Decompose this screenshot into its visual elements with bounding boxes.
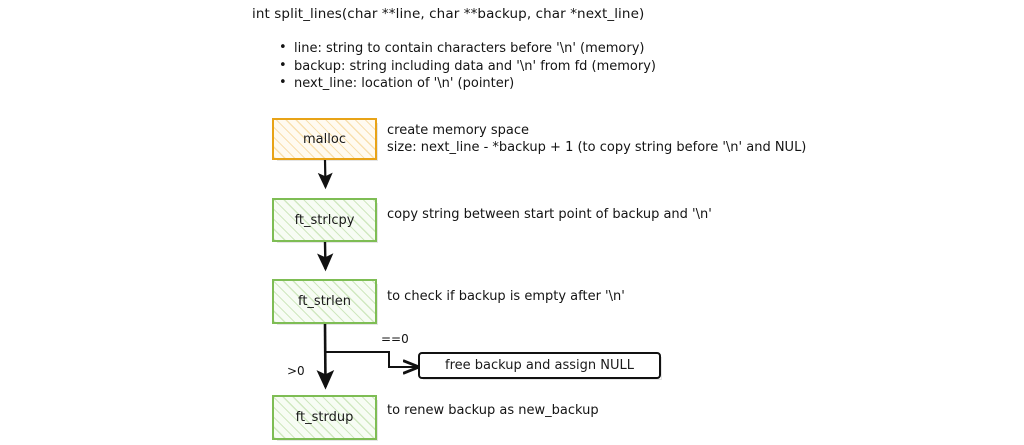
description-ft-strlcpy: copy string between start point of backu… [387, 207, 712, 222]
connector-strlen-to-strdup [316, 323, 335, 390]
parameter-list: line: string to contain characters befor… [272, 39, 656, 93]
list-item: line: string to contain characters befor… [279, 39, 656, 58]
list-item: next_line: location of '\n' (pointer) [279, 74, 656, 93]
node-free-backup-label: free backup and assign NULL [445, 358, 634, 373]
list-item: backup: string including data and '\n' f… [279, 57, 656, 76]
connector-malloc-to-strlcpy [317, 159, 333, 190]
node-free-backup[interactable]: free backup and assign NULL [418, 352, 662, 380]
connector-strlen-to-free-backup [326, 351, 418, 367]
description-malloc-line1: create memory space [387, 123, 529, 138]
node-malloc[interactable]: malloc [272, 118, 378, 161]
function-signature: int split_lines(char **line, char **back… [252, 6, 645, 22]
description-malloc-line2: size: next_line - *backup + 1 (to copy s… [387, 140, 807, 155]
description-ft-strlen: to check if backup is empty after '\n' [387, 289, 625, 304]
node-ft-strlen[interactable]: ft_strlen [272, 279, 378, 325]
description-ft-strdup: to renew backup as new_backup [387, 403, 599, 418]
connector-strlcpy-to-strlen [317, 241, 334, 272]
node-ft-strdup[interactable]: ft_strdup [272, 395, 378, 441]
node-ft-strlcpy-label: ft_strlcpy [294, 212, 355, 228]
node-ft-strlen-label: ft_strlen [297, 294, 351, 309]
node-malloc-label: malloc [303, 131, 346, 147]
edge-label-equals-zero: ==0 [381, 332, 409, 346]
node-ft-strdup-label: ft_strdup [295, 410, 354, 425]
node-ft-strlcpy[interactable]: ft_strlcpy [272, 198, 378, 243]
edge-label-greater-zero: >0 [287, 364, 305, 378]
